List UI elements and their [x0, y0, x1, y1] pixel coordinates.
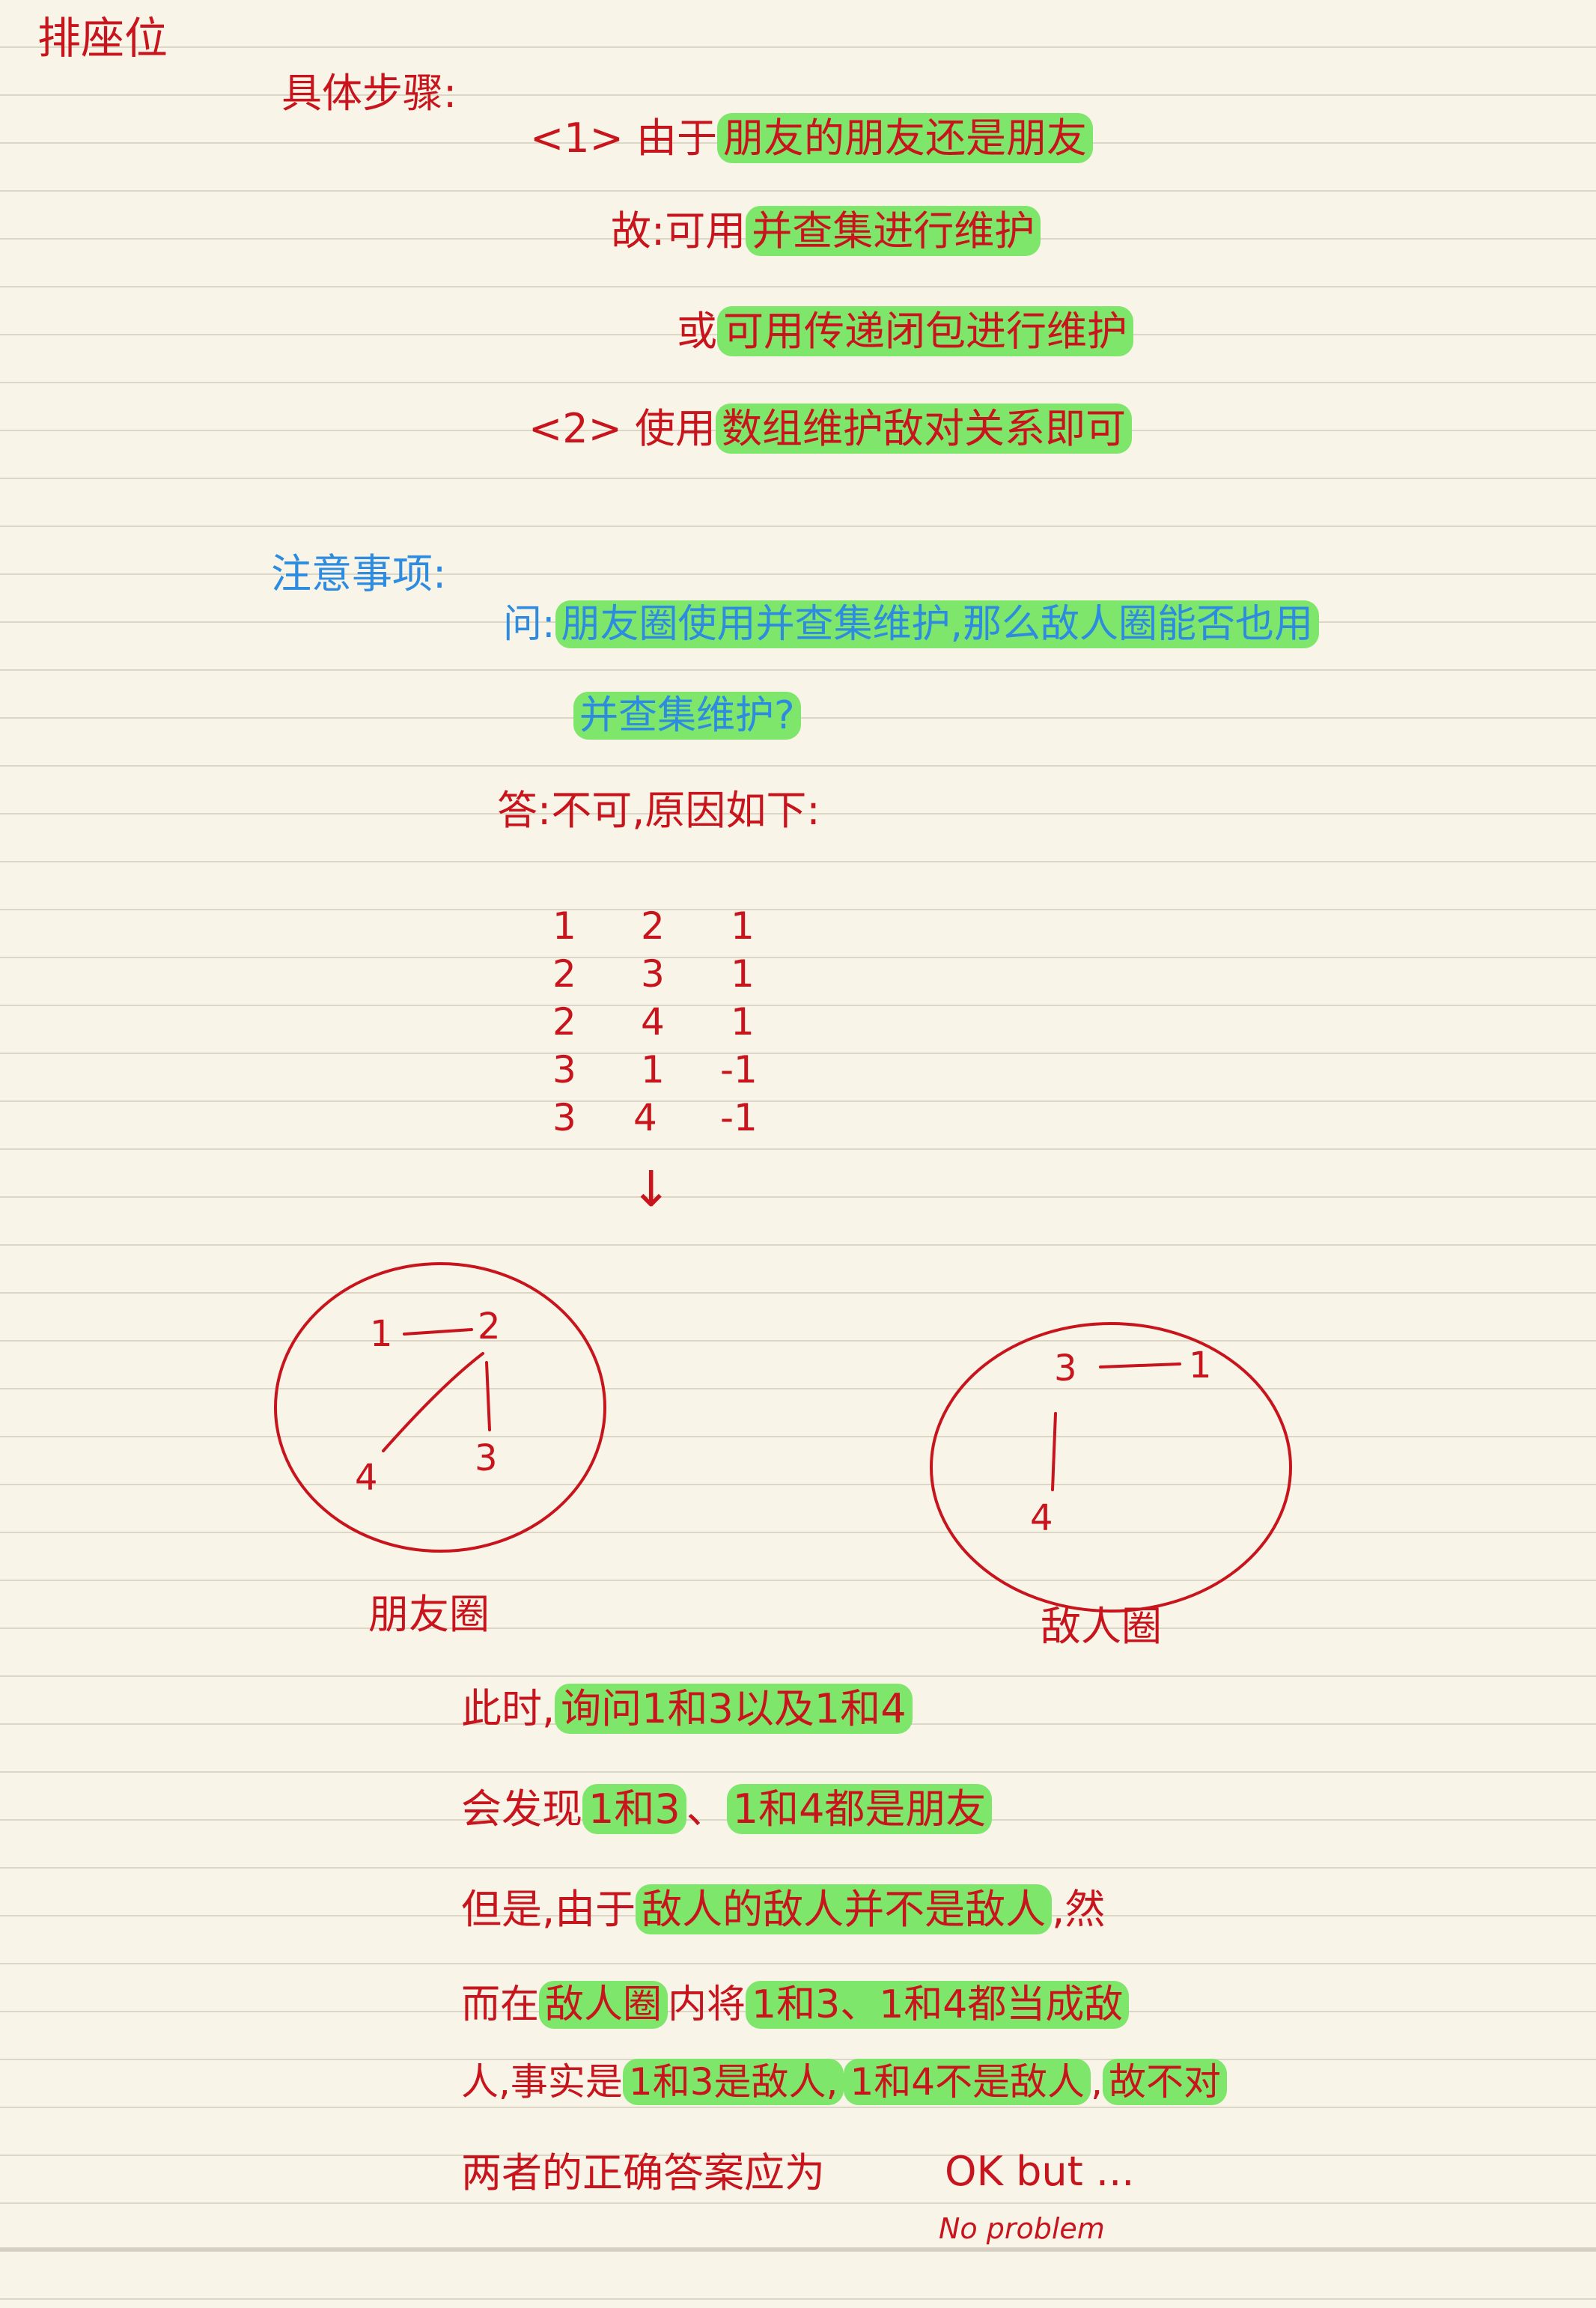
step-1-so-highlight: 并查集进行维护	[746, 206, 1041, 256]
enemy-circle-label: 敌人圈	[1041, 1603, 1162, 1650]
step-1-highlight: 朋友的朋友还是朋友	[717, 113, 1094, 163]
edge-1-2	[403, 1328, 473, 1336]
analysis-4-highlight-1: 敌人圈	[539, 1981, 668, 2029]
analysis-line-3: 但是,由于敌人的敌人并不是敌人,然	[461, 1884, 1105, 1934]
analysis-2-highlight-1: 1和3	[582, 1784, 686, 1834]
analysis-2-highlight-2: 1和4都是朋友	[726, 1784, 993, 1834]
friend-circle-outline	[274, 1262, 606, 1553]
question-prefix: 问:	[503, 602, 555, 647]
analysis-line-1: 此时,询问1和3以及1和4	[461, 1684, 913, 1734]
step-1-or: 或可用传递闭包进行维护	[677, 306, 1133, 356]
analysis-3-highlight: 敌人的敌人并不是敌人	[636, 1884, 1053, 1934]
down-arrow-icon: ↓	[630, 1160, 672, 1218]
analysis-5-prefix: 人,事实是	[461, 2060, 623, 2104]
edge-2-3	[485, 1361, 491, 1431]
step-2: <2> 使用数组维护敌对关系即可	[529, 404, 1133, 454]
step-1-prefix: <1> 由于	[530, 115, 718, 162]
table-cell: 4	[633, 1096, 657, 1139]
page-title: 排座位	[37, 13, 168, 64]
friend-node: 2	[478, 1306, 501, 1348]
table-cell: 1	[641, 1048, 665, 1091]
step-2-prefix: <2> 使用	[529, 405, 716, 452]
step-1: <1> 由于朋友的朋友还是朋友	[530, 113, 1094, 163]
step-2-highlight: 数组维护敌对关系即可	[716, 404, 1133, 454]
question-line-1: 问:朋友圈使用并查集维护,那么敌人圈能否也用	[503, 600, 1320, 648]
enemy-node: 4	[1030, 1497, 1053, 1539]
table-cell: 3	[552, 1096, 576, 1139]
friend-node: 3	[475, 1437, 498, 1479]
analysis-line-6: 两者的正确答案应为	[461, 2149, 825, 2196]
table-cell: 3	[641, 952, 665, 996]
no-problem-note: No problem	[939, 2212, 1105, 2245]
table-cell: 2	[552, 952, 576, 996]
table-cell: 1	[552, 904, 576, 948]
step-1-or-highlight: 可用传递闭包进行维护	[717, 306, 1133, 356]
ok-but-note: OK but ...	[945, 2148, 1135, 2195]
analysis-5-mid: ,	[1091, 2060, 1103, 2104]
analysis-2-prefix: 会发现	[461, 1785, 582, 1833]
edge-3-4	[1051, 1412, 1057, 1491]
step-1-so: 故:可用并查集进行维护	[611, 206, 1041, 256]
question-highlight-1: 朋友圈使用并查集维护,那么敌人圈能否也用	[555, 600, 1320, 648]
table-cell: 1	[731, 952, 755, 996]
friend-node: 1	[370, 1313, 393, 1355]
enemy-node: 3	[1054, 1348, 1077, 1389]
friend-circle-label: 朋友圈	[368, 1591, 490, 1638]
analysis-4-mid: 内将	[668, 1982, 746, 2027]
analysis-3-suffix: ,然	[1052, 1886, 1106, 1933]
steps-heading: 具体步骤:	[281, 70, 457, 117]
table-cell: 1	[731, 1000, 755, 1044]
edge-2-4	[382, 1352, 484, 1452]
analysis-2-mid: 、	[686, 1785, 727, 1833]
analysis-5-highlight-1: 1和3是敌人,	[622, 2059, 844, 2105]
table-cell: 1	[731, 904, 755, 948]
analysis-5-highlight-2: 1和4不是敌人	[844, 2059, 1091, 2105]
step-1-so-prefix: 故:可用	[611, 207, 746, 255]
enemy-node: 1	[1189, 1345, 1212, 1386]
step-1-or-prefix: 或	[677, 308, 717, 355]
table-cell: 3	[552, 1048, 576, 1091]
table-cell: 2	[552, 1000, 576, 1044]
analysis-3-prefix: 但是,由于	[461, 1886, 636, 1933]
table-cell: -1	[720, 1096, 758, 1139]
friend-circle-graph	[274, 1262, 606, 1553]
answer-line: 答:不可,原因如下:	[497, 787, 820, 834]
analysis-1-prefix: 此时,	[461, 1685, 555, 1732]
friend-node: 4	[355, 1457, 378, 1499]
edge-3-1	[1099, 1362, 1181, 1368]
enemy-circle-outline	[930, 1322, 1292, 1613]
table-cell: 4	[641, 1000, 665, 1044]
table-cell: 2	[641, 904, 665, 948]
analysis-1-highlight: 询问1和3以及1和4	[555, 1684, 913, 1734]
notes-heading: 注意事项:	[271, 550, 447, 597]
table-cell: -1	[720, 1048, 758, 1091]
analysis-4-prefix: 而在	[461, 1982, 540, 2027]
question-highlight-2: 并查集维护?	[573, 692, 801, 740]
analysis-5-highlight-3: 故不对	[1102, 2059, 1227, 2105]
page-bottom-rule	[0, 2247, 1596, 2251]
question-line-2: 并查集维护?	[573, 692, 801, 740]
enemy-circle-graph	[930, 1322, 1292, 1613]
analysis-4-highlight-2: 1和3、1和4都当成敌	[746, 1981, 1130, 2029]
